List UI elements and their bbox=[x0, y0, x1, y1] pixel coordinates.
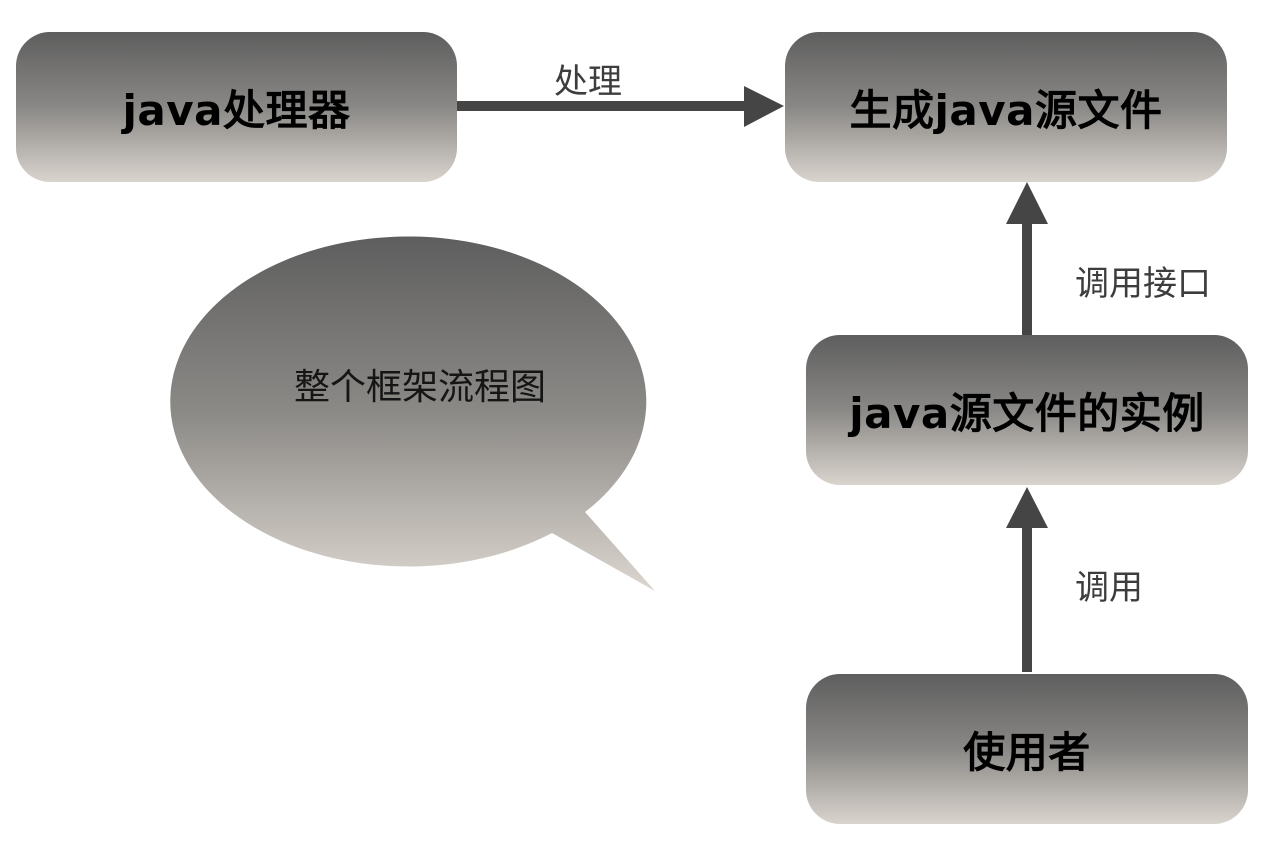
callout-text: 整个框架流程图 bbox=[293, 367, 546, 408]
edge-label-call-interface: 调用接口 bbox=[1075, 264, 1211, 304]
node-java-processor: java处理器 bbox=[16, 32, 457, 182]
edge-label-process: 处理 bbox=[554, 62, 622, 102]
edge-label-call: 调用 bbox=[1075, 568, 1143, 608]
node-user: 使用者 bbox=[806, 674, 1248, 824]
speech-bubble bbox=[170, 236, 655, 591]
node-generate-java-source-label: 生成java源文件 bbox=[849, 85, 1163, 135]
arrow-call bbox=[1006, 487, 1048, 672]
arrow-call-interface bbox=[1006, 182, 1048, 336]
node-java-source-instance-label: java源文件的实例 bbox=[849, 388, 1205, 438]
node-user-label: 使用者 bbox=[963, 727, 1091, 777]
node-java-source-instance: java源文件的实例 bbox=[806, 335, 1248, 485]
node-generate-java-source: 生成java源文件 bbox=[785, 32, 1227, 182]
node-java-processor-label: java处理器 bbox=[122, 85, 351, 135]
arrow-process bbox=[456, 86, 784, 127]
